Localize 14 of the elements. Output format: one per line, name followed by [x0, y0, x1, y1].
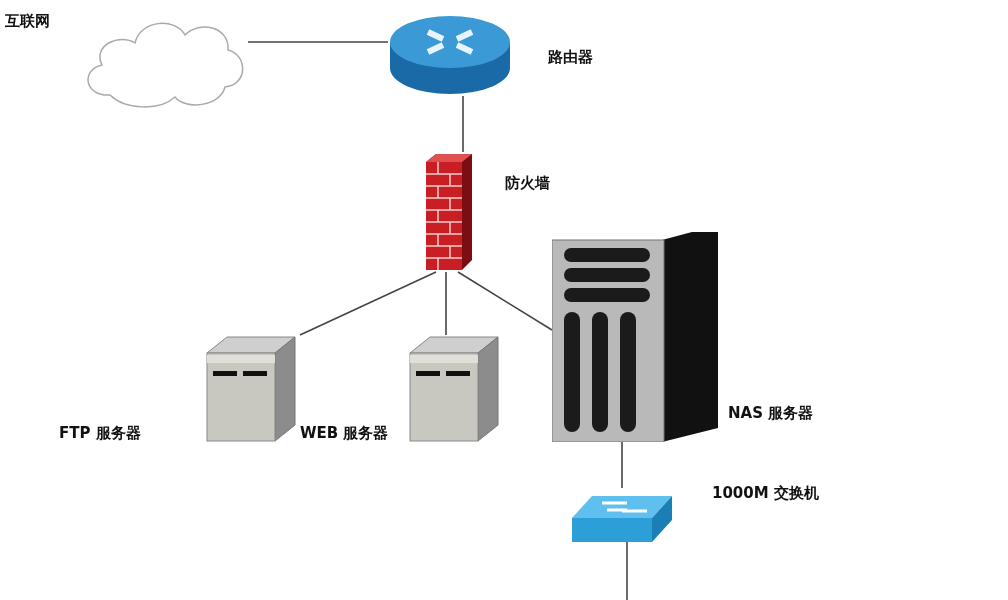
device-label: WEB 服务器 [300, 424, 389, 443]
device-label: 防火墙 [505, 174, 550, 193]
connection-line [462, 95, 464, 153]
device-label: 1000M 交换机 [712, 484, 819, 503]
connection-line [457, 271, 553, 331]
connection-line [445, 271, 447, 336]
device-label: 互联网 [5, 12, 50, 31]
connection-line [247, 41, 389, 43]
device-label: 路由器 [548, 48, 593, 67]
connection-line [299, 271, 437, 336]
device-label: FTP 服务器 [59, 424, 141, 443]
device-label: NAS 服务器 [728, 404, 814, 423]
connection-line [621, 441, 623, 489]
connection-line [626, 541, 628, 600]
